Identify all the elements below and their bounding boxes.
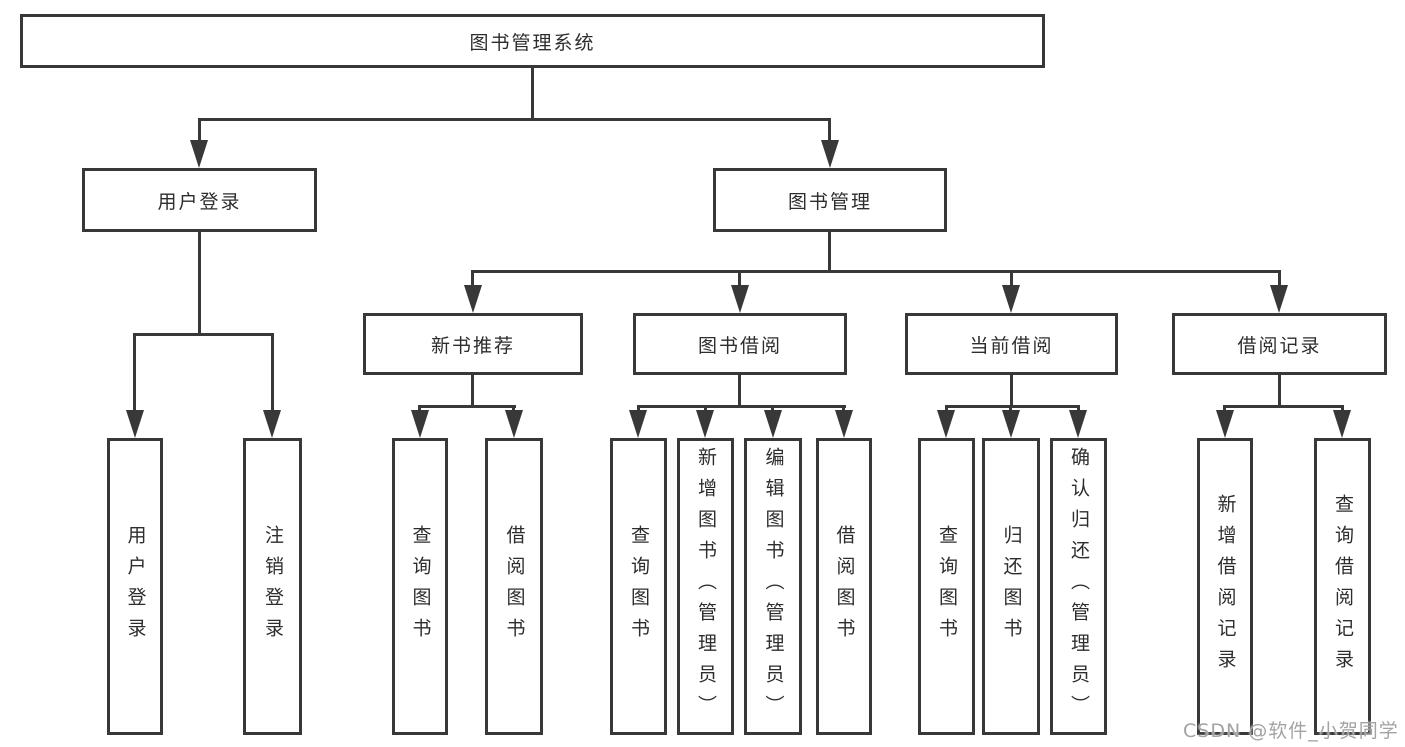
connector-line <box>133 333 136 412</box>
leaf-return-books: 归还图书 <box>982 438 1040 735</box>
arrow-down-icon <box>821 140 839 168</box>
leaf-label: 借阅图书 <box>503 524 526 649</box>
leaf-user-login: 用户登录 <box>107 438 163 735</box>
node-user-login: 用户登录 <box>82 168 317 232</box>
connector-line <box>271 333 274 412</box>
leaf-label: 借阅图书 <box>833 524 856 649</box>
watermark-text: CSDN @软件_小贺同学 <box>1183 720 1399 742</box>
arrow-down-icon <box>464 285 482 313</box>
leaf-borrow-books-recommend: 借阅图书 <box>485 438 543 735</box>
connector-line <box>738 270 741 288</box>
connector-line <box>471 270 1281 273</box>
connector-line <box>1223 405 1344 408</box>
arrow-down-icon <box>1002 285 1020 313</box>
connector-line <box>828 118 831 145</box>
leaf-borrow-books: 借阅图书 <box>816 438 872 735</box>
leaf-label: 用户登录 <box>124 524 147 649</box>
leaf-label: 注销登录 <box>262 524 284 649</box>
leaf-label: 编辑图书（管理员） <box>762 447 785 726</box>
arrow-down-icon <box>505 410 523 438</box>
leaf-edit-books-admin: 编辑图书（管理员） <box>744 438 802 735</box>
node-borrow-records: 借阅记录 <box>1172 313 1387 375</box>
arrow-down-icon <box>1069 410 1087 438</box>
arrow-down-icon <box>1216 410 1234 438</box>
connector-line <box>1077 405 1080 413</box>
arrow-down-icon <box>263 410 281 438</box>
connector-line <box>471 373 474 408</box>
connector-line <box>738 373 741 408</box>
node-borrow-records-label: 借阅记录 <box>1237 334 1322 357</box>
arrow-down-icon <box>1333 410 1351 438</box>
node-book-management-label: 图书管理 <box>787 190 872 213</box>
node-current-borrow-label: 当前借阅 <box>969 334 1054 357</box>
connector-line <box>828 231 831 273</box>
arrow-down-icon <box>126 410 144 438</box>
leaf-query-books-borrow: 查询图书 <box>610 438 667 735</box>
leaf-query-books-recommend: 查询图书 <box>392 438 448 735</box>
arrow-down-icon <box>764 410 782 438</box>
node-book-borrow-label: 图书借阅 <box>697 334 782 357</box>
connector-line <box>1010 373 1013 408</box>
leaf-label: 新增图书（管理员） <box>695 447 717 726</box>
leaf-label: 新增借阅记录 <box>1214 493 1237 680</box>
leaf-add-books-admin: 新增图书（管理员） <box>677 438 734 735</box>
node-book-management: 图书管理 <box>713 168 947 232</box>
node-new-book-recommend: 新书推荐 <box>363 313 583 375</box>
arrow-down-icon <box>411 410 429 438</box>
connector-line <box>1010 270 1013 288</box>
connector-line <box>1341 405 1344 413</box>
arrow-down-icon <box>731 285 749 313</box>
connector-line <box>637 405 846 408</box>
connector-line <box>471 270 474 288</box>
connector-line <box>637 405 640 413</box>
leaf-label: 确认归还（管理员） <box>1068 447 1090 726</box>
leaf-logout: 注销登录 <box>243 438 302 735</box>
leaf-label: 查询图书 <box>409 524 432 649</box>
node-new-book-recommend-label: 新书推荐 <box>430 334 515 357</box>
node-user-login-label: 用户登录 <box>157 190 242 213</box>
connector-line <box>1278 373 1281 408</box>
leaf-label: 查询借阅记录 <box>1332 493 1354 680</box>
connector-line <box>133 333 274 336</box>
leaf-label: 归还图书 <box>1000 524 1023 649</box>
arrow-down-icon <box>1002 410 1020 438</box>
arrow-down-icon <box>629 410 647 438</box>
connector-line <box>771 405 774 413</box>
connector-line <box>418 405 421 413</box>
node-current-borrow: 当前借阅 <box>905 313 1118 375</box>
connector-line <box>945 405 948 413</box>
leaf-query-borrow-record: 查询借阅记录 <box>1314 438 1371 735</box>
connector-line <box>1278 270 1281 288</box>
connector-line <box>531 66 534 120</box>
arrow-down-icon <box>190 140 208 168</box>
leaf-query-books-current: 查询图书 <box>918 438 975 735</box>
connector-line <box>198 118 201 145</box>
connector-line <box>198 118 831 121</box>
leaf-label: 查询图书 <box>936 524 958 649</box>
leaf-add-borrow-record: 新增借阅记录 <box>1197 438 1253 735</box>
arrow-down-icon <box>696 410 714 438</box>
connector-line <box>842 405 845 413</box>
connector-line <box>512 405 515 413</box>
leaf-label: 查询图书 <box>628 524 650 649</box>
node-library-system: 图书管理系统 <box>20 14 1045 68</box>
connector-line <box>1223 405 1226 413</box>
node-book-borrow: 图书借阅 <box>633 313 847 375</box>
connector-line <box>1009 405 1012 413</box>
arrow-down-icon <box>937 410 955 438</box>
leaf-confirm-return-admin: 确认归还（管理员） <box>1050 438 1107 735</box>
connector-line <box>198 231 201 336</box>
connector-line <box>704 405 707 413</box>
connector-line <box>945 405 1080 408</box>
arrow-down-icon <box>835 410 853 438</box>
node-library-system-label: 图书管理系统 <box>469 31 596 54</box>
connector-line <box>418 405 516 408</box>
arrow-down-icon <box>1270 285 1288 313</box>
